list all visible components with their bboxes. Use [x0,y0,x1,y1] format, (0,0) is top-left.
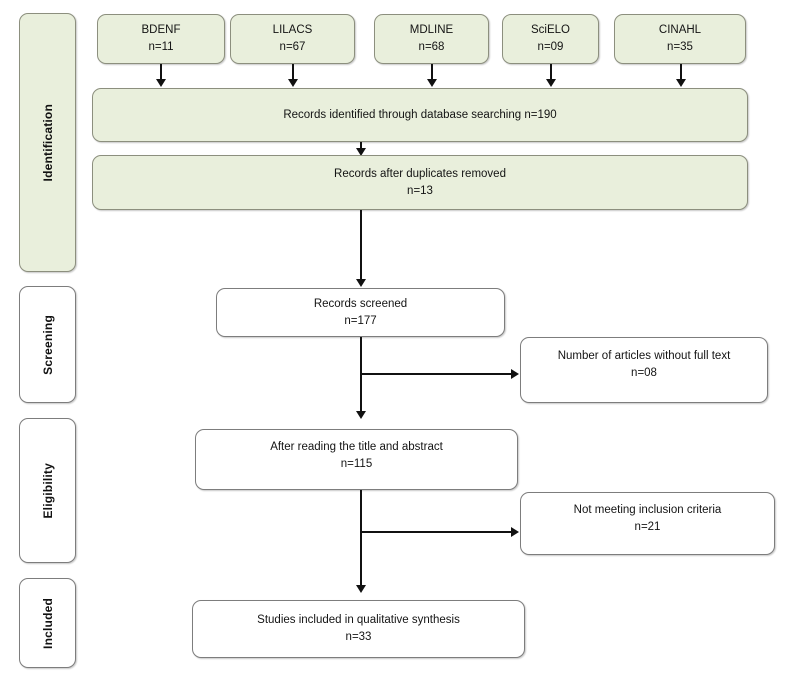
arrowhead-not-meeting [511,527,519,537]
node-text: Records screened [313,297,408,310]
stage-eligibility-label: Eligibility [40,462,55,519]
database-name: LILACS [272,24,313,37]
arrowhead-lilacs [288,79,298,87]
database-name: MDLINE [409,24,454,37]
stage-included-label: Included [40,597,55,649]
database-box-cinahl: CINAHL n=35 [614,14,746,64]
connector-screened-to-no-full-text [360,373,512,375]
connector-identified-to-duplicates [360,142,362,150]
stage-screening: Screening [19,286,76,403]
node-count: n=13 [407,184,433,197]
database-name: CINAHL [658,24,702,37]
stage-included: Included [19,578,76,668]
arrowhead-screened [356,279,366,287]
connector-title-abstract-to-not-meeting [360,531,512,533]
database-name: BDENF [141,24,181,37]
node-text: Records identified through database sear… [283,108,557,121]
connector-duplicates-to-screened [360,210,362,280]
node-title-abstract: After reading the title and abstract n=1… [195,429,518,490]
database-count: n=35 [667,41,693,53]
database-box-mdline: MDLINE n=68 [374,14,489,64]
node-text: After reading the title and abstract [270,441,443,453]
database-count: n=67 [279,41,306,53]
stage-screening-label: Screening [40,314,55,375]
database-box-bdenf: BDENF n=11 [97,14,225,64]
database-box-lilacs: LILACS n=67 [230,14,355,64]
database-box-scielo: SciELO n=09 [502,14,599,64]
connector-lilacs-to-identified [292,64,294,80]
node-count: n=08 [631,366,657,379]
node-records-after-duplicates: Records after duplicates removed n=13 [92,155,748,210]
node-no-full-text: Number of articles without full text n=0… [520,337,768,403]
node-text: Studies included in qualitative synthesi… [257,614,460,627]
stage-eligibility: Eligibility [19,418,76,563]
arrowhead-cinahl [676,79,686,87]
arrowhead-no-full-text [511,369,519,379]
database-name: SciELO [531,24,570,37]
arrowhead-duplicates [356,148,366,156]
node-count: n=177 [344,314,377,327]
stage-identification-label: Identification [40,103,55,182]
connector-bdenf-to-identified [160,64,162,80]
stage-identification: Identification [19,13,76,272]
database-count: n=09 [537,41,564,53]
database-count: n=11 [148,41,174,53]
node-count: n=115 [340,457,373,470]
node-records-identified: Records identified through database sear… [92,88,748,142]
node-count: n=33 [345,631,372,643]
node-records-screened: Records screened n=177 [216,288,505,337]
node-studies-included: Studies included in qualitative synthesi… [192,600,525,658]
arrowhead-title-abstract [356,411,366,419]
node-text: Not meeting inclusion criteria [573,504,722,516]
connector-mdline-to-identified [431,64,433,80]
node-text: Records after duplicates removed [334,167,506,180]
node-text: Number of articles without full text [557,350,731,362]
arrowhead-bdenf [156,79,166,87]
arrowhead-scielo [546,79,556,87]
node-not-meeting-criteria: Not meeting inclusion criteria n=21 [520,492,775,555]
connector-scielo-to-identified [550,64,552,80]
node-count: n=21 [634,520,661,533]
connector-title-abstract-down [360,490,362,586]
arrowhead-included [356,585,366,593]
connector-cinahl-to-identified [680,64,682,80]
arrowhead-mdline [427,79,437,87]
database-count: n=68 [418,41,445,53]
